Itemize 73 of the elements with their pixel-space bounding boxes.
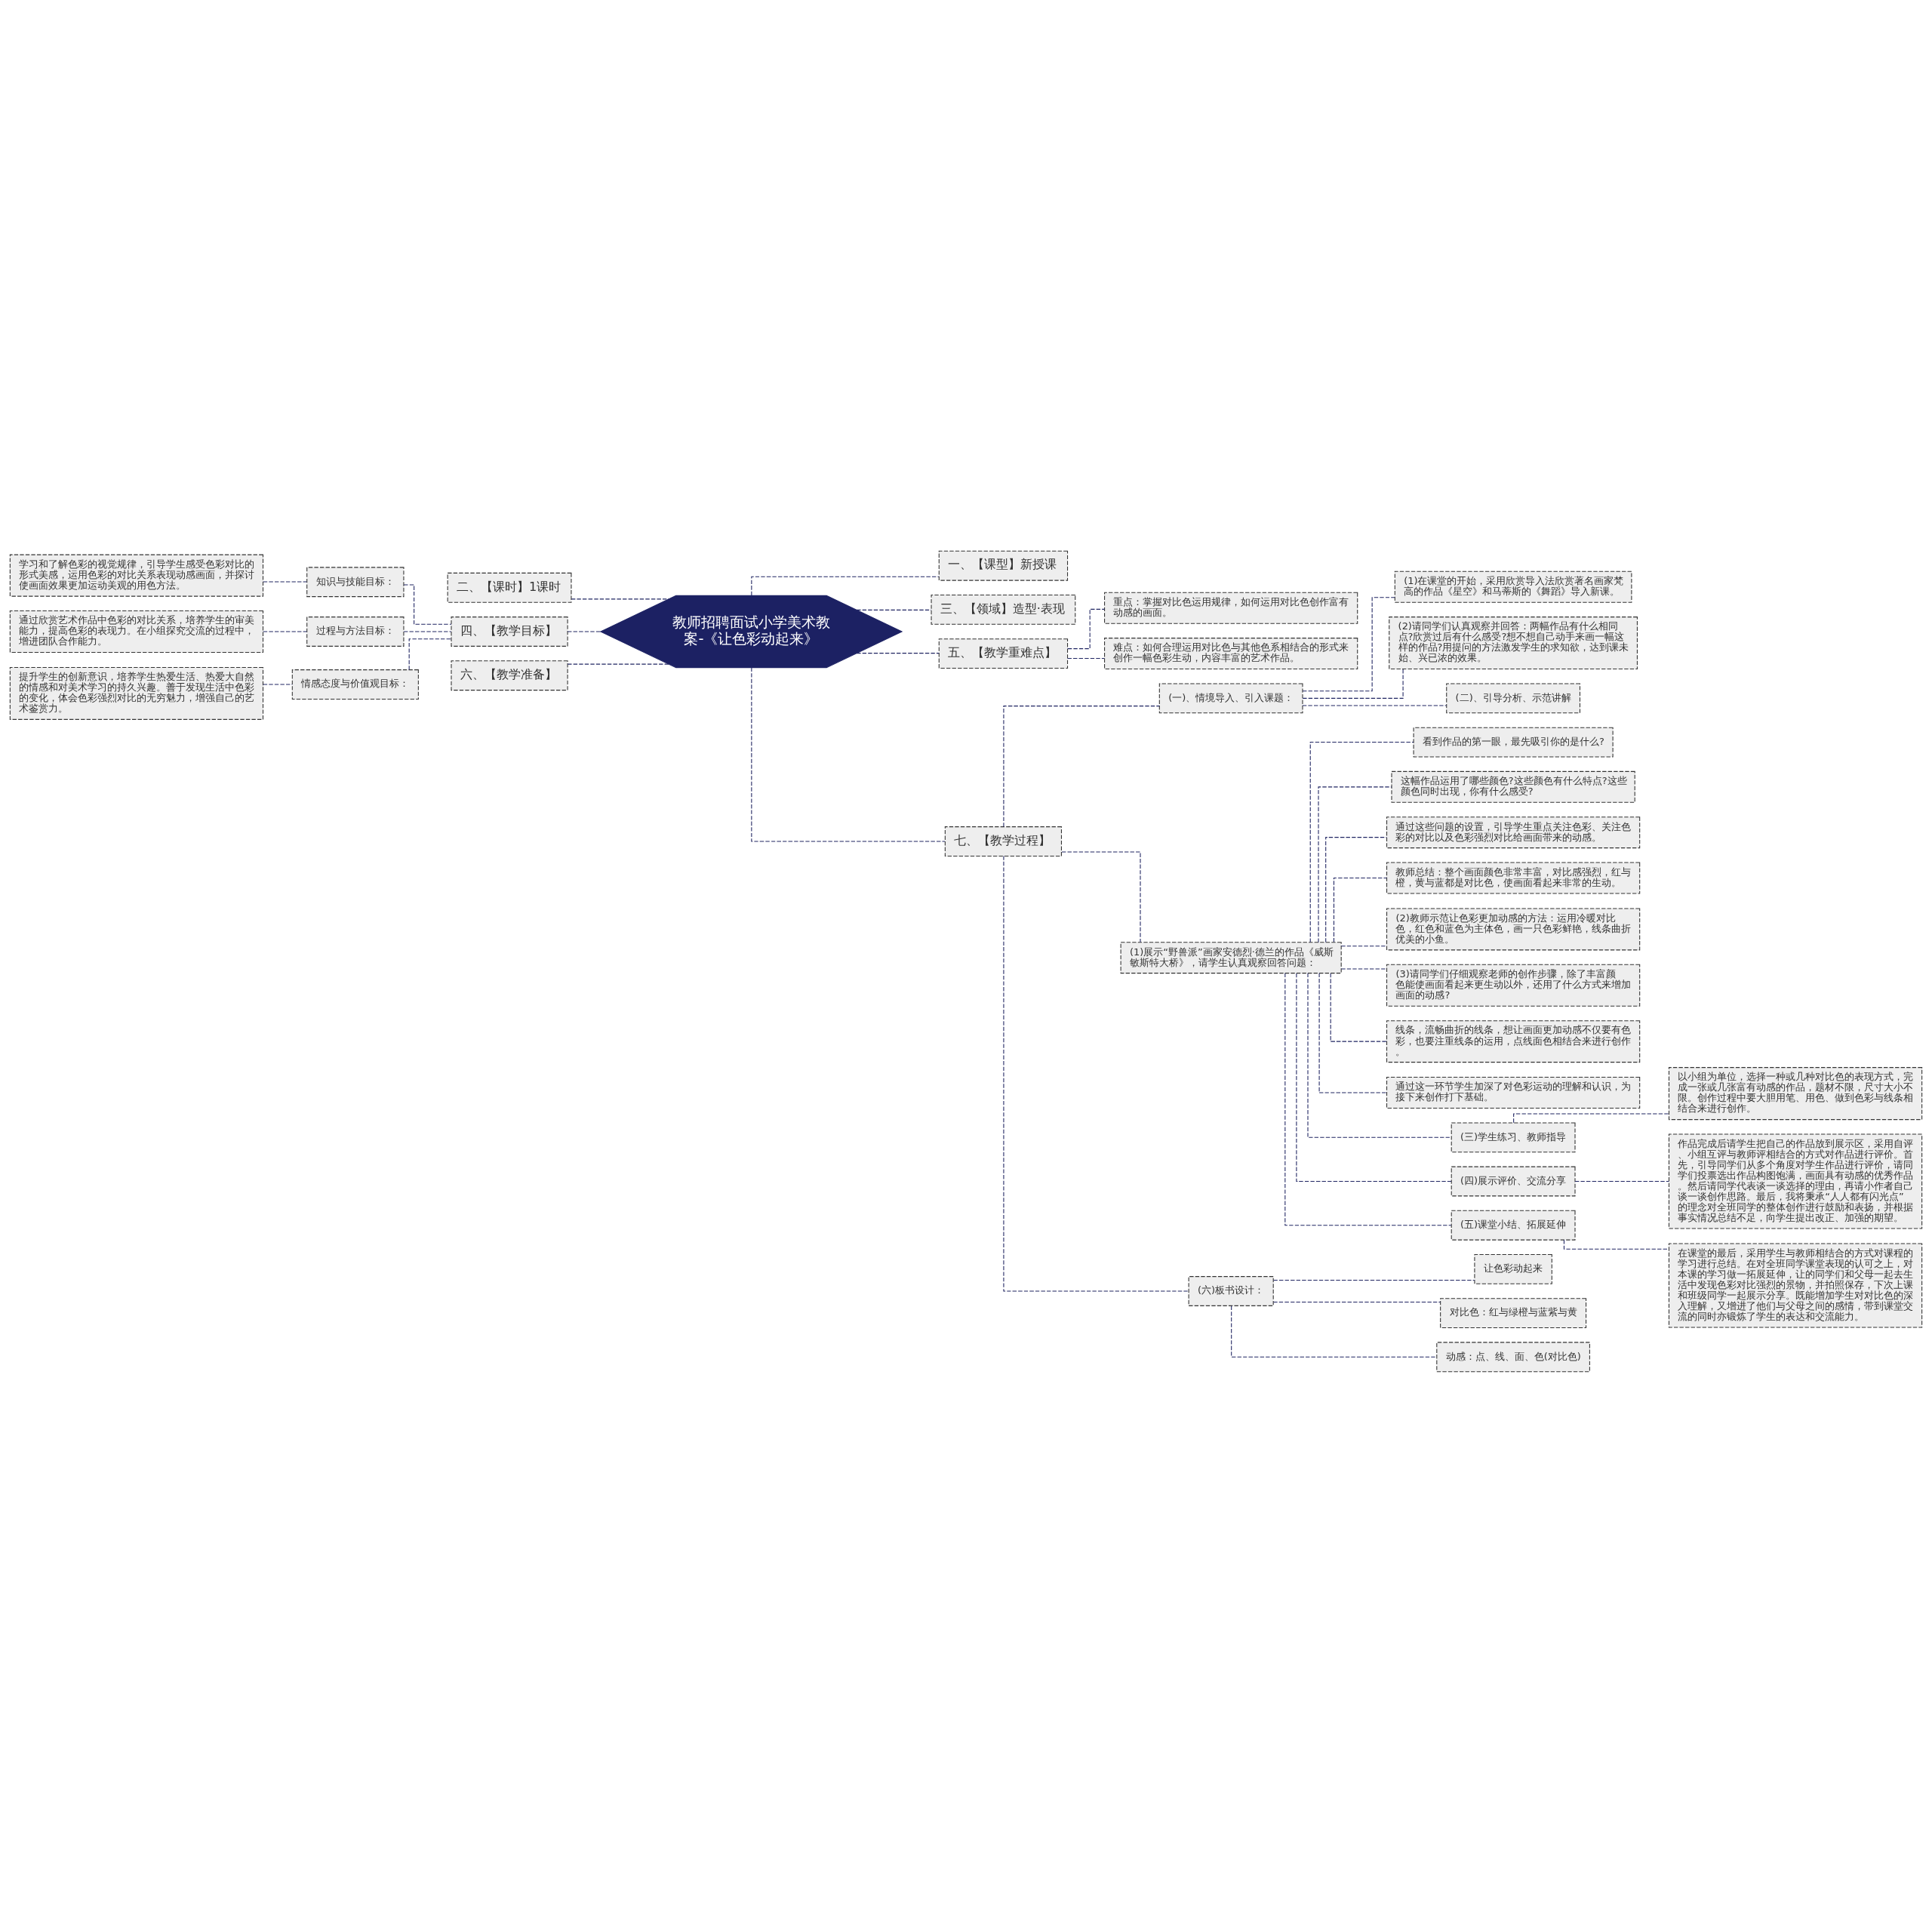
connector [403,630,452,632]
connector [1231,1305,1438,1358]
node-box: 难点：如何合理运用对比色与其他色系相结合的形式来创作一幅色彩生动，内容丰富的艺术作品。 [1104,637,1358,669]
node-box: (3)请同学们仔细观察老师的创作步骤，除了丰富颜色能使画面看起来更生动以外，还用了什么方式来增加画面的动感? [1386,964,1641,1007]
node-box: 教师总结：整个画面颜色非常丰富，对比感强烈，红与橙，黄与蓝都是对比色，使画面看起来非常的生动。 [1386,862,1641,894]
node-box: 情感态度与价值观目标： [291,669,419,700]
node-box: (1)展示“野兽派”画家安德烈·德兰的作品《威斯敏斯特大桥》，请学生认真观察回答问题： [1120,941,1342,973]
node-box: 六、【教学准备】 [451,660,568,690]
node-box: (五)课堂小结、拓展延伸 [1451,1210,1576,1241]
node-box: 这幅作品运用了哪些颜色?这些颜色有什么特点?这些颜色同时出现，你有什么感受? [1391,770,1635,803]
connector [1003,705,1160,827]
node-box: 过程与方法目标： [306,616,405,647]
node-box: 通过欣赏艺术作品中色彩的对比关系，培养学生的审美能力，提高色彩的表现力。在小组探究交流的过程中，增进团队合作能力。 [9,610,264,653]
node-box: 四、【教学目标】 [451,616,568,647]
node-box: (2)请同学们认真观察并回答：两幅作品有什么相同点?欣赏过后有什么感受?想不想自己动手来画一幅这样的作品?用提问的方法激发学生的求知欲，达到课未始、兴已浓的效果。 [1389,616,1638,669]
node-box: 线条，流畅曲折的线条，想让画面更加动感不仅要有色彩，也要注重线条的运用，点线面色相结合来进行创作。 [1386,1019,1641,1062]
node-box: (1)在课堂的开始，采用欣赏导入法欣赏著名画家梵高的作品《星空》和马蒂斯的《舞蹈》导入新课。 [1394,570,1632,603]
node-box: 五、【教学重难点】 [938,638,1069,669]
connector [1003,855,1189,1292]
connector [856,609,932,610]
connector [1340,945,1387,946]
connector [408,638,452,670]
node-box: 一、【课型】新授课 [938,550,1069,581]
connector [1563,1239,1669,1250]
node-box: 在课堂的最后，采用学生与教师相结合的方式对课程的学习进行总结。在对全班同学课堂表现的认可之上，对本课的学习做一拓展延伸，让的同学们和父母一起去生活中发现色彩对比强烈的景物，并拍照保存，下次上课和班级同学一起展示分享。既能增加学生对对比色的深入理解，又增进了他们与父母之间的感情，带到课堂交流的同时亦锻炼了学生的表达和交流能力。 [1668,1242,1923,1327]
node-box: (三)学生练习、教师指导 [1451,1121,1576,1152]
connector [1067,608,1105,649]
connector [1061,851,1141,943]
connector [1309,741,1414,943]
connector [263,580,307,583]
connector [1330,973,1387,1042]
connector [856,652,940,653]
node-box: 提升学生的创新意识，培养学生热爱生活、热爱大自然的情感和对美术学习的持久兴趣。善于发现生活中色彩的变化，体会色彩强烈对比的无穷魅力，增强自己的艺术鉴赏力。 [9,666,264,720]
connector [1302,705,1447,706]
node-box: 重点：掌握对比色运用规律，如何运用对比色创作富有动感的画面。 [1104,592,1358,624]
node-box: 三、【领域】造型·表现 [931,594,1076,625]
connector [1318,972,1387,1093]
connector [263,684,293,685]
node-box: 七、【教学过程】 [944,826,1062,856]
node-box: 动感：点、线、面、色(对比色) [1436,1341,1590,1372]
connector [1318,786,1392,943]
connector [1574,1180,1669,1182]
connector [1302,596,1395,691]
connector [263,630,307,632]
connector [571,598,669,599]
node-box: (四)展示评价、交流分享 [1451,1166,1576,1196]
node-box: (一)、情境导入、引入课题： [1158,682,1303,713]
node-box: (六)板书设计： [1188,1275,1274,1306]
node-box: (二)、引导分析、示范讲解 [1446,682,1580,713]
connector [1307,972,1452,1138]
node-box: (2)教师示范让色彩更加动感的方法：运用冷暖对比色，红色和蓝色为主体色，画一只色彩鲜艳，线条曲折优美的小鱼。 [1386,907,1641,950]
node-box: 学习和了解色彩的视觉规律，引导学生感受色彩对比的形式美感，运用色彩的对比关系表现动感画面，并探讨使画面效果更加运动美观的用色方法。 [9,554,264,597]
node-box: 看到作品的第一眼，最先吸引你的是什么? [1413,727,1614,757]
connector [751,666,946,842]
node-box: 二、【课时】1课时 [447,572,572,603]
connector [1284,972,1452,1225]
node-box: 作品完成后请学生把自己的作品放到展示区，采用自评、小组互评与教师评相结合的方式对作品进行评价。首先，引导同学们从多个角度对学生作品进行评价，请同学们投票选出作品构图饱满，画面具有动感的优秀作品。然后请同学代表谈一谈选择的理由，再请小作者自己谈一谈创作思路。最后，我将秉承“人人都有闪光点”的理念对全班同学的整体创作进行鼓励和表扬，并根据事实情况总结不足，向学生提出改正、加强的期望。 [1668,1133,1923,1229]
connector [1325,836,1387,943]
connector [1273,1301,1441,1302]
connector [1340,967,1387,969]
connector [1296,972,1452,1182]
node-box: 通过这一环节学生加深了对色彩运动的理解和认识，为接下来创作打下基础。 [1386,1076,1641,1109]
connector [1302,668,1404,699]
connector [567,663,669,665]
node-box: 以小组为单位，选择一种或几种对比色的表现方式，完成一张或几张富有动感的作品，题材不限，尺寸大小不限。创作过程中要大胆用笔、用色、做到色彩与线条相结合来进行创作。 [1668,1066,1923,1120]
connector [567,630,601,632]
node-box: 对比色：红与绿橙与蓝紫与黄 [1440,1297,1587,1328]
connector [403,584,452,625]
connector [1067,657,1106,659]
node-box: 知识与技能目标： [306,566,405,597]
node-box: 通过这些问题的设置，引导学生重点关注色彩、关注色彩的对比以及色彩强烈对比给画面带来的动感。 [1386,816,1641,848]
node-box: 让色彩动起来 [1474,1253,1552,1284]
connector [1273,1279,1475,1281]
